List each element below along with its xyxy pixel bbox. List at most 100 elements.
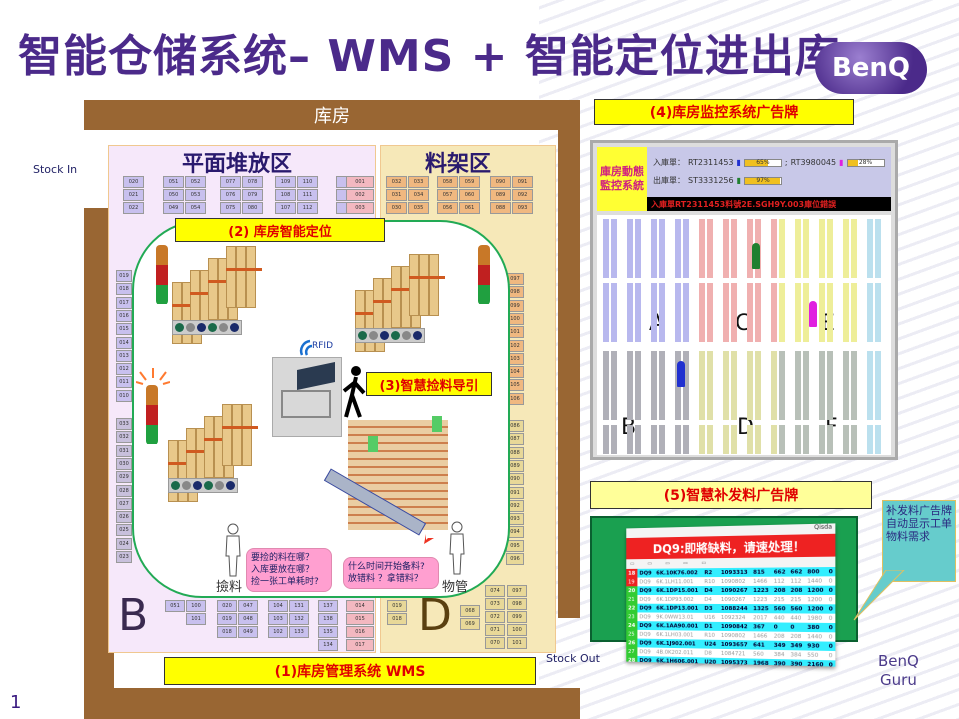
map-cell bbox=[683, 405, 689, 411]
map-cell bbox=[699, 415, 705, 420]
map-cell bbox=[771, 410, 777, 416]
map-cell bbox=[819, 429, 825, 435]
demand-cell: 0 bbox=[771, 622, 789, 632]
map-cell bbox=[675, 243, 681, 249]
storage-cell: 112 bbox=[297, 202, 318, 214]
map-cell bbox=[603, 400, 609, 406]
map-cell bbox=[819, 238, 825, 244]
storage-cell: 100 bbox=[507, 624, 527, 636]
map-cell bbox=[699, 258, 705, 264]
stock-out-label: Stock Out bbox=[546, 652, 600, 665]
map-cell bbox=[707, 292, 713, 298]
map-cell bbox=[843, 395, 849, 401]
map-cell bbox=[675, 292, 681, 298]
map-cell bbox=[795, 366, 801, 371]
screen-brand: Qisda bbox=[814, 523, 833, 532]
map-cell bbox=[819, 405, 825, 411]
map-cell bbox=[659, 219, 665, 224]
map-cell bbox=[779, 424, 785, 430]
map-cell bbox=[779, 282, 785, 288]
map-cell bbox=[723, 385, 729, 391]
map-cell bbox=[803, 258, 809, 264]
map-cell bbox=[747, 243, 753, 249]
map-cell bbox=[779, 292, 785, 298]
map-cell bbox=[731, 297, 737, 303]
map-cell bbox=[747, 233, 753, 239]
storage-cell: 034 bbox=[408, 189, 429, 201]
map-cell bbox=[731, 292, 737, 298]
map-cell bbox=[699, 439, 705, 445]
map-cell bbox=[867, 395, 873, 401]
map-cell bbox=[699, 390, 705, 396]
map-cell bbox=[651, 223, 657, 229]
map-cell bbox=[875, 248, 881, 254]
map-cell bbox=[699, 434, 705, 440]
storage-cell: 089 bbox=[490, 189, 511, 201]
indicator-light-icon bbox=[215, 481, 224, 490]
map-cell bbox=[851, 395, 857, 401]
map-cell bbox=[627, 302, 633, 308]
map-cell bbox=[675, 429, 681, 435]
map-cell bbox=[755, 238, 761, 244]
map-cell bbox=[651, 248, 657, 254]
map-cell bbox=[795, 258, 801, 264]
map-cell bbox=[611, 439, 617, 445]
map-cell bbox=[803, 243, 809, 249]
map-cell bbox=[611, 307, 617, 313]
demand-cell: 22 bbox=[626, 603, 638, 613]
map-cell bbox=[699, 410, 705, 416]
map-cell bbox=[875, 395, 881, 401]
map-cell bbox=[779, 405, 785, 411]
monitor-map: A C E B D F bbox=[597, 215, 891, 455]
map-cell bbox=[795, 429, 801, 435]
map-cell bbox=[771, 233, 777, 239]
map-cell bbox=[683, 375, 689, 381]
demand-cell: 0 bbox=[826, 660, 836, 667]
map-cell bbox=[651, 415, 657, 420]
map-cell bbox=[603, 331, 609, 337]
demand-cell: 1200 bbox=[805, 585, 827, 595]
map-cell bbox=[851, 258, 857, 264]
map-cell bbox=[603, 321, 609, 327]
map-cell bbox=[731, 233, 737, 239]
storage-cell: 098 bbox=[506, 286, 524, 299]
demand-cell: 0 bbox=[826, 566, 836, 577]
map-cell bbox=[675, 400, 681, 406]
map-cell bbox=[651, 410, 657, 416]
map-cell bbox=[843, 390, 849, 396]
map-cell bbox=[795, 292, 801, 298]
map-cell bbox=[827, 424, 833, 430]
map-cell bbox=[723, 449, 729, 455]
map-cell bbox=[611, 268, 617, 273]
map-cell bbox=[803, 356, 809, 362]
map-cell bbox=[755, 297, 761, 303]
map-cell bbox=[707, 233, 713, 239]
map-cell bbox=[651, 238, 657, 244]
map-cell bbox=[723, 370, 729, 376]
storage-cell: 106 bbox=[506, 392, 524, 405]
map-cell bbox=[651, 395, 657, 401]
indicator-light-icon bbox=[182, 481, 191, 490]
map-cell bbox=[875, 444, 881, 450]
map-cell bbox=[627, 228, 633, 234]
map-cell bbox=[867, 390, 873, 396]
map-cell bbox=[603, 282, 609, 288]
demand-cell: 930 bbox=[805, 641, 827, 651]
map-cell bbox=[747, 272, 753, 278]
pallet-box bbox=[242, 404, 252, 466]
map-cell bbox=[795, 238, 801, 244]
map-cell bbox=[851, 287, 857, 293]
map-cell bbox=[779, 268, 785, 273]
map-cell bbox=[675, 248, 681, 254]
map-cell bbox=[827, 405, 833, 411]
map-cell bbox=[867, 434, 873, 440]
map-cell bbox=[779, 248, 785, 254]
storage-cell: 029 bbox=[116, 471, 132, 484]
demand-cell: R2 bbox=[702, 568, 719, 578]
map-cell bbox=[611, 297, 617, 303]
map-cell bbox=[683, 370, 689, 376]
map-cell bbox=[627, 375, 633, 381]
map-cell bbox=[627, 258, 633, 264]
map-cell bbox=[755, 444, 761, 450]
map-cell bbox=[827, 317, 833, 322]
